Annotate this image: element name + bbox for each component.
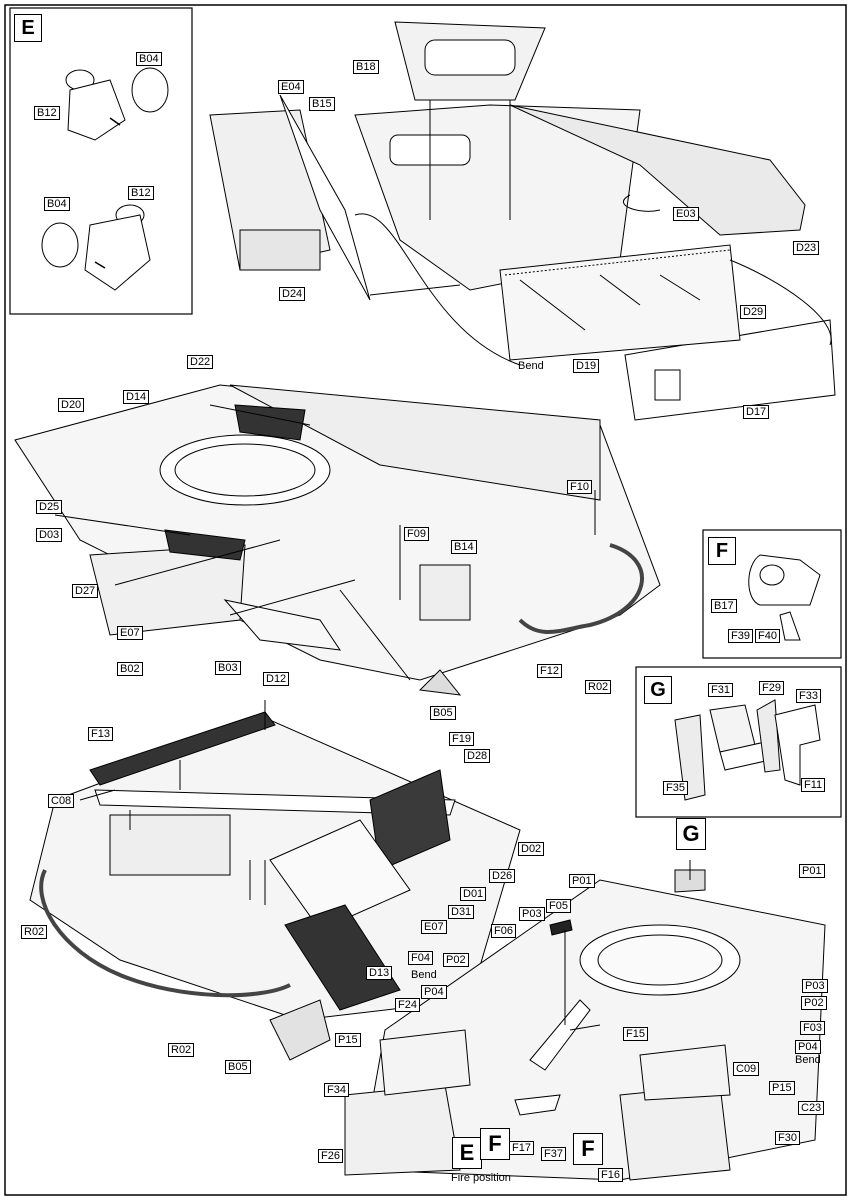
label-f37: F37: [541, 1147, 566, 1161]
label-b17: B17: [711, 599, 737, 613]
label-f33: F33: [796, 689, 821, 703]
label-f11: F11: [801, 778, 826, 792]
label-d14: D14: [123, 390, 150, 404]
label-d19: D19: [573, 359, 600, 373]
inset-f-letter: F: [708, 537, 736, 565]
label-f17: F17: [509, 1141, 534, 1155]
label-b03: B03: [215, 661, 241, 675]
label-f34: F34: [324, 1083, 349, 1097]
label-d26: D26: [489, 869, 516, 883]
label-f30: F30: [775, 1131, 800, 1145]
bend-note-right: Bend: [795, 1054, 821, 1066]
inset-e-letter: E: [14, 14, 42, 42]
step2-hull: [14, 384, 661, 696]
step1-hull-rear: [209, 21, 836, 421]
bend-note: Bend: [518, 360, 544, 372]
step3-guides: [79, 700, 266, 905]
label-f13: F13: [88, 727, 113, 741]
step4-guides: [564, 860, 691, 1031]
label-e07: E07: [117, 626, 143, 640]
label-b04: B04: [136, 52, 162, 66]
label-f19: F19: [449, 732, 474, 746]
label-b02: B02: [117, 662, 143, 676]
label-d24: D24: [279, 287, 306, 301]
label-p02: P02: [443, 953, 469, 967]
label-f06: F06: [491, 924, 516, 938]
label-p03: P03: [519, 907, 545, 921]
label-f04: F04: [408, 951, 433, 965]
label-f29: F29: [759, 681, 784, 695]
label-d23: D23: [793, 241, 820, 255]
label-f09: F09: [404, 527, 429, 541]
label-c23: C23: [798, 1101, 825, 1115]
label-p03: P03: [802, 979, 828, 993]
label-p15: P15: [335, 1033, 361, 1047]
marker-e: E: [452, 1137, 482, 1169]
label-d28: D28: [464, 749, 491, 763]
inset-g-letter: G: [644, 676, 672, 704]
label-d02: D02: [518, 842, 545, 856]
step1-guides: [354, 100, 832, 366]
label-b12: B12: [128, 186, 154, 200]
label-r02: R02: [21, 925, 48, 939]
label-r02: R02: [168, 1043, 195, 1057]
step4-hull: [344, 869, 826, 1181]
label-f16: F16: [598, 1168, 623, 1182]
label-e07: E07: [421, 920, 447, 934]
step3-hull: [29, 711, 521, 1061]
label-p01: P01: [569, 874, 595, 888]
label-b18: B18: [353, 60, 379, 74]
label-f39: F39: [728, 629, 753, 643]
label-d13: D13: [366, 966, 393, 980]
label-d29: D29: [740, 305, 767, 319]
label-f35: F35: [663, 781, 688, 795]
label-c08: C08: [48, 794, 75, 808]
step2-guides: [54, 404, 596, 681]
label-f15: F15: [623, 1027, 648, 1041]
label-p04: P04: [421, 985, 447, 999]
label-r02: R02: [585, 680, 612, 694]
label-p15: P15: [769, 1081, 795, 1095]
inset-e-parts: [41, 67, 169, 291]
label-f26: F26: [318, 1149, 343, 1163]
label-p02: P02: [801, 996, 827, 1010]
label-p01: P01: [799, 864, 825, 878]
label-f12: F12: [537, 664, 562, 678]
label-d01: D01: [460, 887, 487, 901]
label-b05: B05: [430, 706, 456, 720]
label-f05: F05: [546, 899, 571, 913]
marker-g: G: [676, 818, 706, 850]
label-c09: C09: [733, 1062, 760, 1076]
marker-f-left: F: [480, 1128, 510, 1160]
label-d03: D03: [36, 528, 63, 542]
fire-position-note: Fire position: [451, 1172, 511, 1184]
label-b14: B14: [451, 540, 477, 554]
bend-note-left: Bend: [411, 969, 437, 981]
label-f24: F24: [395, 998, 420, 1012]
label-f03: F03: [800, 1021, 825, 1035]
label-d17: D17: [743, 405, 770, 419]
label-d12: D12: [263, 672, 290, 686]
label-p04: P04: [795, 1040, 821, 1054]
label-d22: D22: [187, 355, 214, 369]
label-f31: F31: [708, 683, 733, 697]
label-d27: D27: [72, 584, 99, 598]
inset-g-parts: [674, 699, 821, 801]
label-b04: B04: [44, 197, 70, 211]
label-f40: F40: [755, 629, 780, 643]
label-d31: D31: [448, 905, 475, 919]
marker-f-right: F: [573, 1133, 603, 1165]
label-e03: E03: [673, 207, 699, 221]
label-e04: E04: [278, 80, 304, 94]
label-f10: F10: [567, 480, 592, 494]
label-b05: B05: [225, 1060, 251, 1074]
label-d20: D20: [58, 398, 85, 412]
label-b15: B15: [309, 97, 335, 111]
label-d25: D25: [36, 500, 63, 514]
inset-f-parts: [748, 554, 821, 641]
label-b12: B12: [34, 106, 60, 120]
